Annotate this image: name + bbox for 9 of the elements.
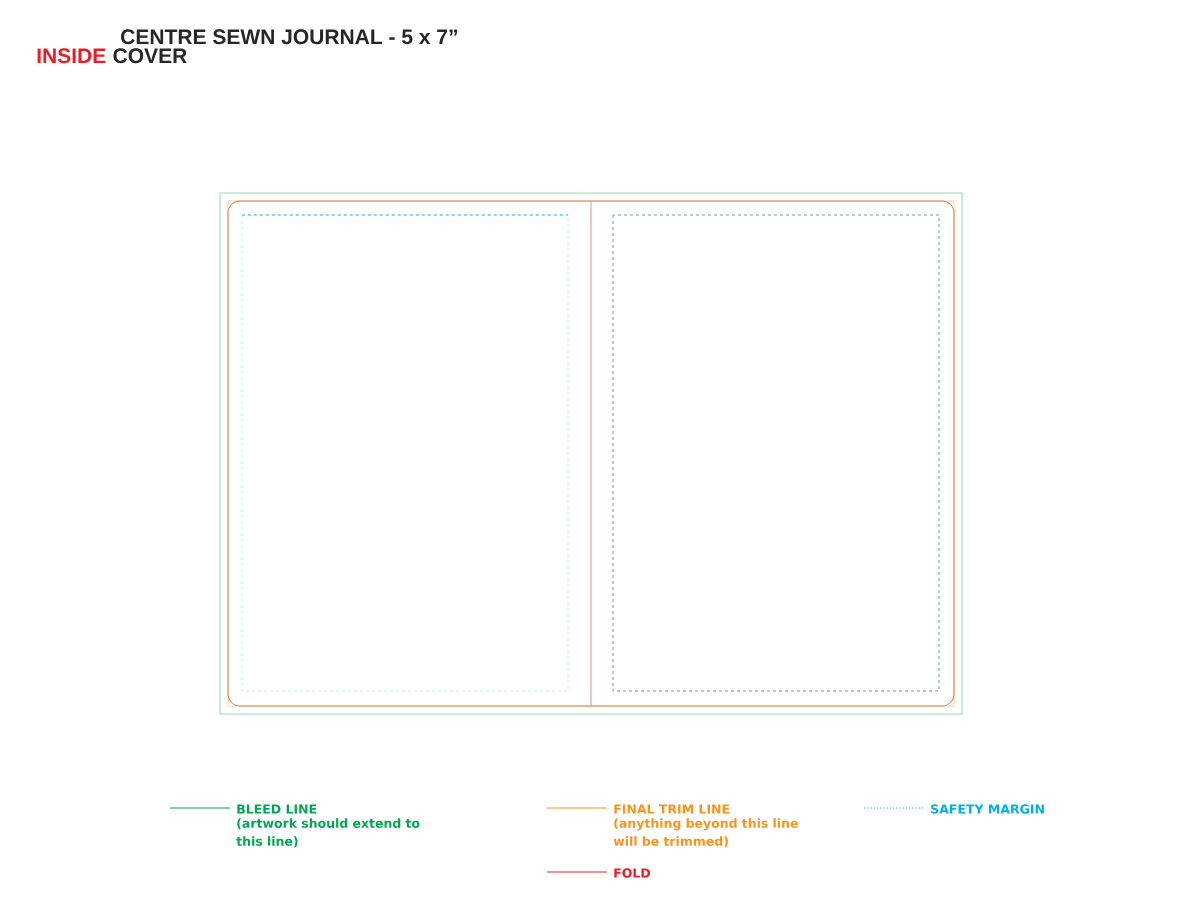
legend-label: BLEED LINE (237, 804, 317, 814)
legend-label: SAFETY MARGIN (931, 804, 1044, 814)
heading: INSIDE (37, 48, 106, 64)
legend-label: FOLD (614, 868, 651, 878)
heading: COVER (113, 48, 187, 64)
legend-label: FINAL TRIM LINE (614, 804, 730, 814)
legend-note: (artwork should extend to this line) (236, 818, 420, 848)
title: CENTRE SEWN JOURNAL - 5 x 7” (121, 29, 457, 45)
legend-note: (anything beyond this line will be trimmed) (613, 818, 798, 848)
